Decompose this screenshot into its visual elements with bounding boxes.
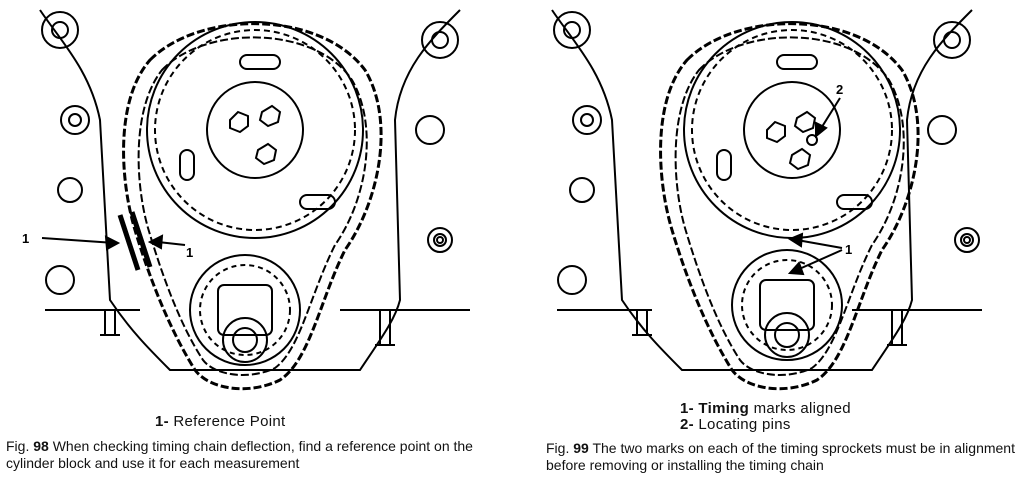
callout-arrow bbox=[796, 249, 843, 271]
locating-pin bbox=[806, 134, 818, 146]
figure-99: 2 1 1- Timing marks aligned 2- Locating … bbox=[512, 0, 1024, 480]
timing-chain-illustration: 1 1 bbox=[22, 9, 470, 391]
callout-arrow bbox=[41, 237, 116, 244]
figure-legend: 1- Timing marks aligned 2- Locating pins bbox=[680, 401, 851, 433]
camshaft-sprocket bbox=[146, 21, 364, 239]
legend-number: 2- bbox=[680, 416, 694, 433]
caption-text: When checking timing chain deflection, f… bbox=[6, 438, 473, 471]
timing-sprocket-illustration: 2 1 bbox=[551, 9, 982, 391]
caption-prefix: Fig. bbox=[6, 438, 30, 454]
legend-item: 2- Locating pins bbox=[680, 417, 851, 433]
figure-98: 1 1 1- Reference Point Fig. 98 When chec… bbox=[6, 9, 506, 472]
crankshaft-sprocket bbox=[731, 249, 843, 361]
callout-arrow bbox=[819, 97, 841, 131]
figure-number: 99 bbox=[573, 440, 589, 456]
timing-chain bbox=[659, 22, 920, 391]
legend-number: 1- bbox=[680, 400, 694, 417]
callout-arrow bbox=[796, 239, 843, 249]
reference-point-marker bbox=[117, 211, 153, 271]
engine-block-outline bbox=[39, 9, 461, 371]
figure-caption: Fig. 99 The two marks on each of the tim… bbox=[546, 440, 1016, 474]
legend-bold-text: Timing bbox=[698, 400, 750, 417]
figure-number: 98 bbox=[33, 438, 49, 454]
callout-label: 1 bbox=[186, 245, 193, 260]
caption-text: The two marks on each of the timing spro… bbox=[546, 440, 1015, 473]
engine-block-outline bbox=[551, 9, 973, 371]
callout-label: 1 bbox=[845, 242, 852, 257]
callout-label: 2 bbox=[836, 82, 843, 97]
legend-number: 1- bbox=[155, 413, 169, 430]
figure-legend: 1- Reference Point bbox=[155, 414, 285, 430]
callout-label: 1 bbox=[22, 231, 29, 246]
crankshaft-sprocket bbox=[189, 254, 301, 366]
legend-item: 1- Reference Point bbox=[155, 414, 285, 430]
legend-item: 1- Timing marks aligned bbox=[680, 401, 851, 417]
legend-text: Reference Point bbox=[173, 413, 286, 430]
legend-text: marks aligned bbox=[753, 400, 851, 417]
timing-chain bbox=[122, 22, 383, 391]
legend-text: Locating pins bbox=[698, 416, 791, 433]
callout-arrow bbox=[157, 241, 186, 246]
boss-circle bbox=[41, 11, 79, 49]
caption-prefix: Fig. bbox=[546, 440, 570, 456]
figure-caption: Fig. 98 When checking timing chain defle… bbox=[6, 438, 506, 472]
